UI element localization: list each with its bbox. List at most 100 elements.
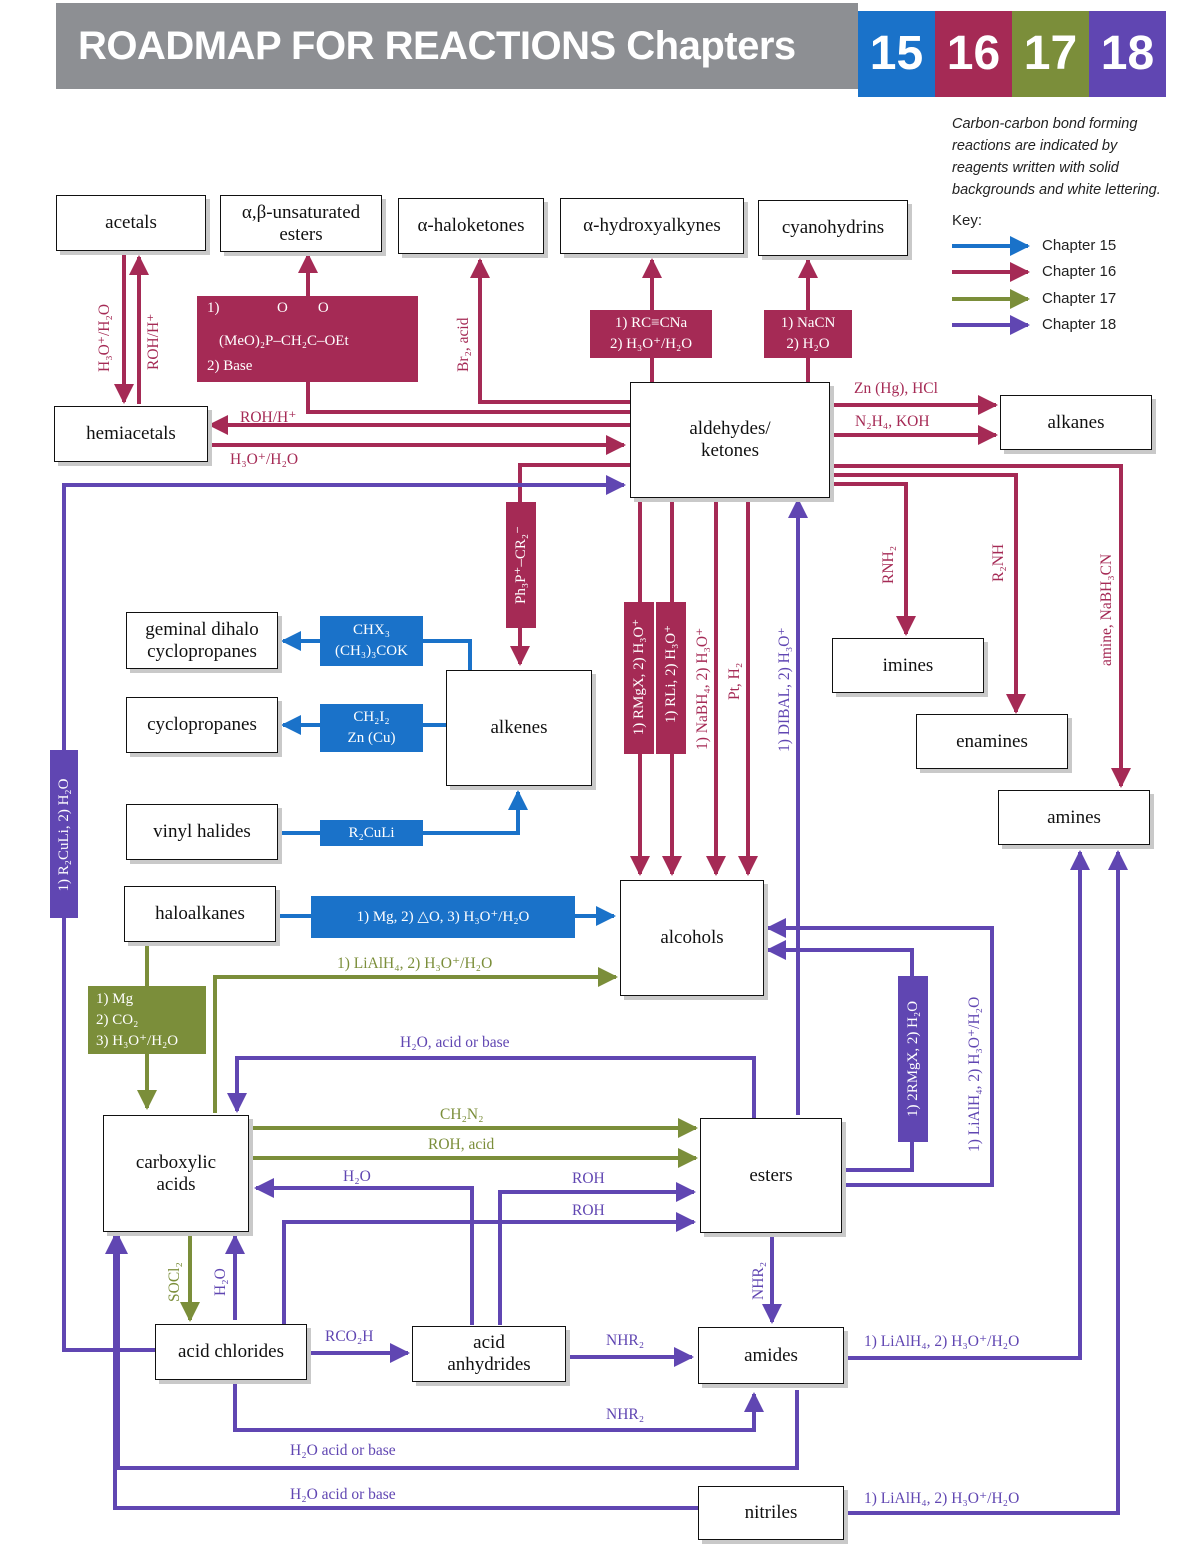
- box-enamines: enamines: [916, 714, 1068, 769]
- label-hemiacetal-hydrolysis: H₃O⁺/H₂O: [230, 451, 299, 468]
- label-dibal: 1) DIBAL, 2) H₃O⁺: [776, 627, 793, 752]
- arrow-aldehydes-to-haloketones: [470, 258, 630, 404]
- arrow-to-enamines: [830, 473, 1026, 714]
- box-alkenes: alkenes: [446, 670, 592, 786]
- label-reductive-amination: amine, NaBH₃CN: [1098, 553, 1115, 666]
- reagent-rli-text: 1) RLi, 2) H₃O⁺: [663, 624, 679, 724]
- reagent-grignard-co2: 1) Mg 2) CO₂ 3) H₃O⁺/H₂O: [88, 986, 206, 1054]
- reagent-ylide-text: Ph₃P⁺–CR₂⁻: [513, 526, 529, 604]
- reagent-acetylide-step1: 1) RC≡CNa: [614, 315, 688, 331]
- label-pt-h2: Pt, H₂: [726, 662, 743, 700]
- label-ch2n2: CH₂N₂: [440, 1106, 484, 1123]
- label-amide-reduction: 1) LiAlH₄, 2) H₃O⁺/H₂O: [864, 1333, 1020, 1350]
- label-anhydride-alcoholysis: ROH: [572, 1170, 605, 1187]
- reagent-double-grignard: 1) 2RMgX, 2) H₂O: [898, 976, 928, 1142]
- box-haloalkanes: haloalkanes: [124, 886, 276, 942]
- arrow-chloride-alcoholysis: [282, 1212, 696, 1325]
- arrow-nitrile-reduction: [845, 850, 1128, 1515]
- reagent-ylide: Ph₃P⁺–CR₂⁻: [506, 502, 536, 628]
- label-anhydride-aminolysis: NHR₂: [606, 1332, 645, 1349]
- label-fischer: ROH, acid: [428, 1136, 495, 1153]
- reagent-hwe-step1: 1): [207, 300, 220, 316]
- label-acetal-formation: ROH/H⁺: [145, 313, 162, 370]
- box-nitriles: nitriles: [698, 1486, 844, 1540]
- key-title: Key:: [952, 212, 983, 229]
- label-lialh4-acid: 1) LiAlH₄, 2) H₃O⁺/H₂O: [337, 955, 493, 972]
- arrow-to-imines: [830, 482, 916, 636]
- reagent-chx3-step2: (CH₃)₃COK: [335, 643, 408, 659]
- arrow-acid-to-alcohol: [213, 967, 618, 1113]
- label-amide-hydrolysis: H₂O acid or base: [290, 1442, 396, 1459]
- chapter-17-tab: 17: [1012, 11, 1089, 97]
- reagent-cuprate-text: 1) R₂CuLi, 2) H₂O: [56, 778, 72, 892]
- label-acetal-hydrolysis: H₃O⁺/H₂O: [96, 303, 113, 372]
- reagent-nacn-step2: 2) H₂O: [786, 336, 830, 352]
- page-title: ROADMAP FOR REACTIONS Chapters: [56, 3, 858, 89]
- label-ester-aminolysis: NHR₂: [750, 1261, 767, 1300]
- reagent-nacn: 1) NaCN 2) H₂O: [764, 310, 852, 358]
- box-amides: amides: [698, 1327, 844, 1384]
- reagent-rli: 1) RLi, 2) H₃O⁺: [656, 602, 686, 754]
- reagent-cuprate: 1) R₂CuLi, 2) H₂O: [50, 750, 78, 918]
- reagent-hwe: 1) O O (MeO)₂P–CH₂C–OEt 2) Base: [197, 296, 418, 382]
- box-alkanes: alkanes: [1000, 395, 1152, 450]
- label-nabh4: 1) NaBH₄, 2) H₃O⁺: [694, 627, 711, 750]
- box-vinyl-halides: vinyl halides: [126, 804, 278, 860]
- key-chapter-18: Chapter 18: [1042, 316, 1117, 333]
- arrow-chloride-to-amide: [233, 1380, 764, 1432]
- box-haloketones: α-haloketones: [398, 198, 544, 254]
- key-chapter-17: Chapter 17: [1042, 290, 1117, 307]
- arrow-anhydride-alcoholysis: [498, 1182, 696, 1325]
- label-hemiacetal-formation: ROH/H⁺: [240, 409, 297, 426]
- arrow-anhydride-hydrolysis: [254, 1178, 474, 1325]
- arrow-nitrile-hydrolysis: [105, 1234, 698, 1510]
- key-chapter-15: Chapter 15: [1042, 237, 1117, 254]
- box-amines: amines: [998, 790, 1150, 845]
- box-hemiacetals: hemiacetals: [54, 406, 208, 462]
- label-anhydride-hydrolysis: H₂O: [343, 1168, 371, 1185]
- reagent-mg: 1) Mg: [96, 990, 134, 1007]
- chapter-16-tab: 16: [935, 11, 1012, 97]
- key-chapter-16: Chapter 16: [1042, 263, 1117, 280]
- reagent-rmgx: 1) RMgX, 2) H₃O⁺: [624, 602, 654, 754]
- box-cyanohydrins: cyanohydrins: [758, 200, 908, 256]
- reagent-chx3-step1: CHX₃: [353, 622, 390, 638]
- box-acid-anhydrides: acid anhydrides: [412, 1326, 566, 1382]
- box-geminal-dihalo-cyclopropanes: geminal dihalo cyclopropanes: [126, 612, 278, 669]
- reagent-ch2i2: CH₂I₂: [353, 709, 390, 725]
- label-socl2: SOCl₂: [166, 1262, 183, 1302]
- box-cyclopropanes: cyclopropanes: [126, 697, 278, 753]
- arrow-wittig: [510, 463, 630, 666]
- reagent-double-grignard-text: 1) 2RMgX, 2) H₂O: [905, 1000, 921, 1118]
- reagent-hwe-oxygens: O O: [277, 300, 329, 316]
- arrow-reductive-amination: [830, 464, 1131, 788]
- label-chloride-aminolysis: NHR₂: [606, 1406, 645, 1423]
- reagent-hwe-step2: 2) Base: [207, 358, 253, 374]
- chapter-15-tab: 15: [858, 11, 935, 97]
- box-acid-chlorides: acid chlorides: [155, 1324, 307, 1380]
- label-rnh2: RNH₂: [880, 545, 897, 584]
- reagent-zn-cu: Zn (Cu): [347, 730, 396, 746]
- reagent-acetylide: 1) RC≡CNa 2) H₃O⁺/H₂O: [590, 310, 712, 358]
- label-wolff-kishner: N₂H₄, KOH: [855, 413, 930, 430]
- reagent-acetylide-step2: 2) H₃O⁺/H₂O: [609, 336, 693, 352]
- box-esters: esters: [700, 1118, 842, 1233]
- reagent-simmons-smith: CH₂I₂ Zn (Cu): [320, 704, 423, 752]
- chapter-18-tab: 18: [1089, 11, 1166, 97]
- reagent-acid-workup: 3) H₃O⁺/H₂O: [96, 1032, 179, 1049]
- label-br2-acid: Br₂, acid: [455, 317, 472, 372]
- box-imines: imines: [832, 638, 984, 693]
- arrow-amide-reduction: [845, 850, 1090, 1360]
- label-nitrile-hydrolysis: H₂O acid or base: [290, 1486, 396, 1503]
- reagent-chx3: CHX₃ (CH₃)₃COK: [320, 616, 423, 666]
- box-hydroxyalkynes: α-hydroxyalkynes: [560, 198, 744, 254]
- box-alcohols: alcohols: [620, 880, 764, 996]
- reagent-co2: 2) CO₂: [96, 1011, 139, 1028]
- reagent-nacn-step1: 1) NaCN: [780, 315, 836, 331]
- label-nitrile-reduction: 1) LiAlH₄, 2) H₃O⁺/H₂O: [864, 1490, 1020, 1507]
- arrow-amide-hydrolysis: [108, 1234, 799, 1470]
- note-text: Carbon-carbon bond forming reactions are…: [952, 116, 1161, 198]
- arrow-lialh4-ester: [766, 918, 994, 1187]
- label-chloride-alcoholysis: ROH: [572, 1202, 605, 1219]
- box-acetals: acetals: [56, 195, 206, 251]
